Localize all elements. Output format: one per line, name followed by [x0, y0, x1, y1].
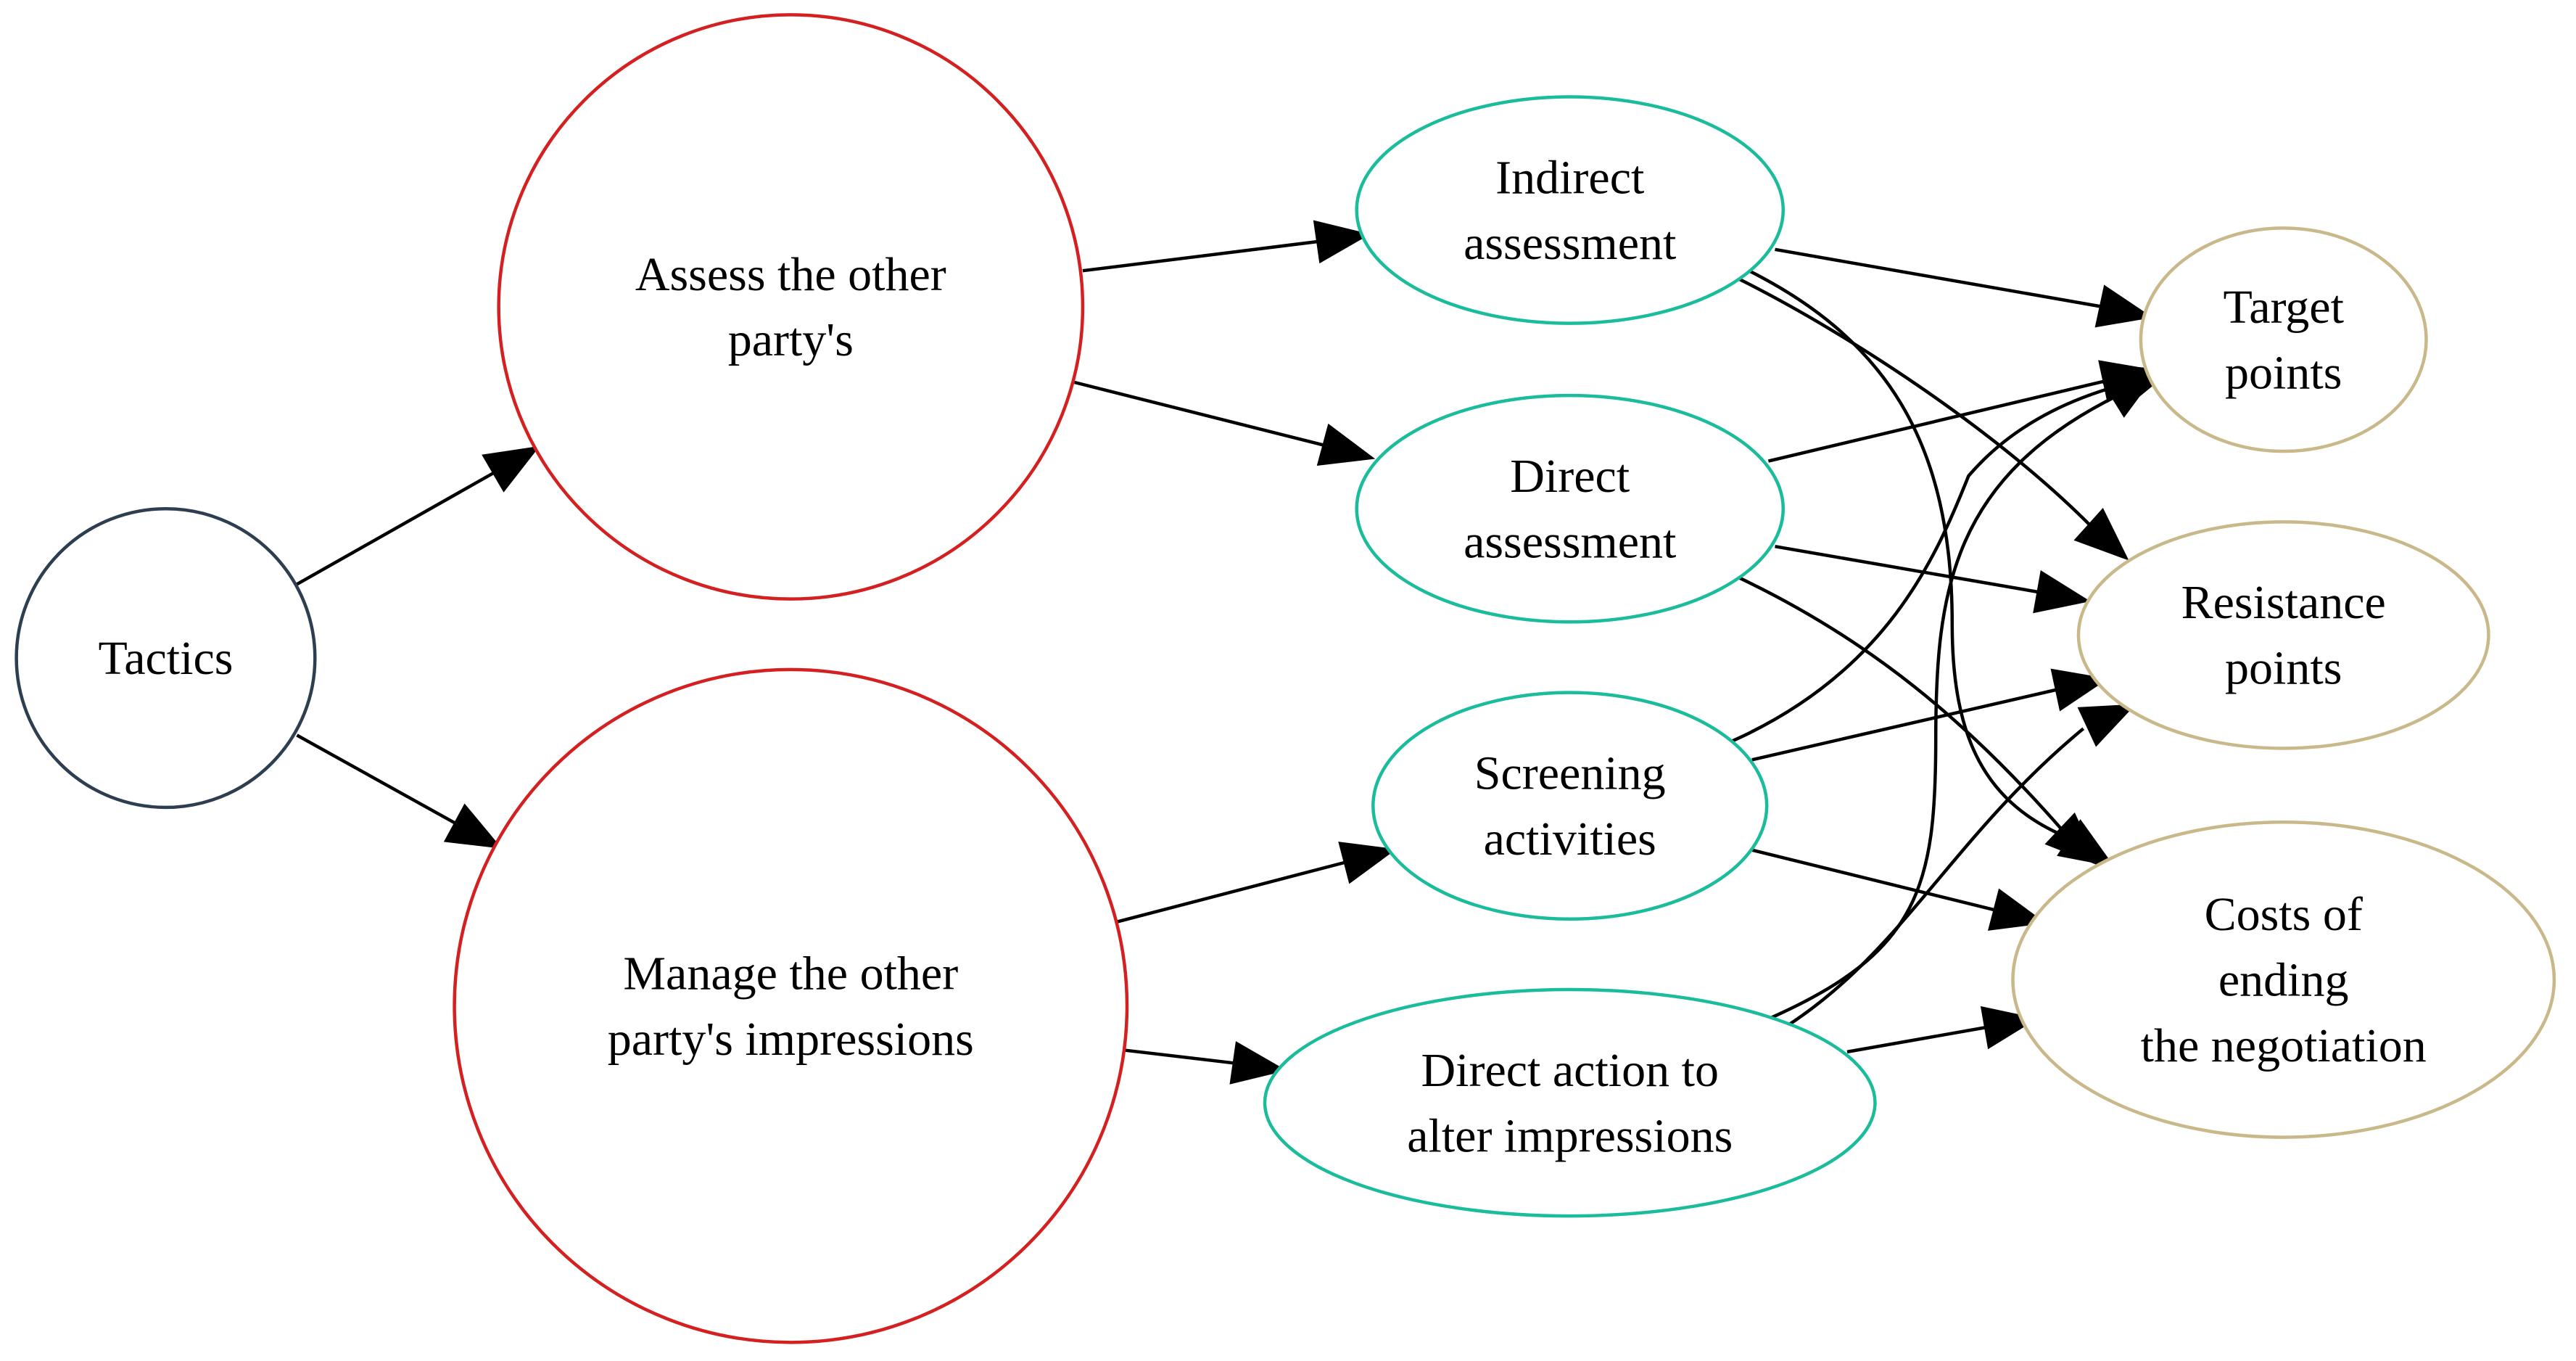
edge-assess-to-direct: [1074, 380, 1376, 466]
arrow-head: [2101, 370, 2159, 418]
edge-manage-to-alter: [1125, 1041, 1287, 1085]
edge-line: [1751, 687, 2060, 762]
node-label-indirect-line-0: Indirect: [1495, 151, 1644, 204]
edge-line: [1125, 1048, 1237, 1066]
node-shape: [497, 13, 1085, 601]
node-shape: [1263, 987, 1877, 1218]
node-label-screening-line-0: Screening: [1474, 747, 1666, 799]
arrow-head: [443, 803, 503, 849]
node-shape: [453, 667, 1129, 1344]
arrow-head: [2044, 812, 2100, 866]
node-label-resistance-line-1: points: [2225, 642, 2342, 695]
edge-line: [1074, 380, 1329, 448]
node-resistance: Resistance points: [2076, 520, 2490, 750]
edge-line: [1115, 860, 1349, 924]
edge-direct-to-resistance: [1775, 544, 2091, 614]
edge-line: [296, 469, 498, 586]
arrow-head: [1338, 842, 1397, 884]
node-label-alter-line-1: alter impressions: [1407, 1109, 1733, 1162]
node-shape: [2076, 520, 2490, 750]
node-tactics: Tactics: [15, 506, 317, 810]
node-label-manage-line-0: Manage the other: [623, 947, 958, 1000]
edge-line: [1738, 576, 2067, 835]
edge-line: [1775, 544, 2042, 594]
node-shape: [1355, 95, 1786, 325]
node-label-target-line-0: Target: [2223, 281, 2343, 334]
node-direct: Direct assessment: [1355, 393, 1786, 624]
node-alter: Direct action to alter impressions: [1263, 987, 1877, 1218]
node-shape: [1371, 691, 1769, 921]
edge-line: [1783, 727, 2085, 1029]
edge-tactics-to-assess: [296, 445, 540, 586]
node-label-resistance-line-0: Resistance: [2181, 576, 2386, 629]
node-target: Target points: [2139, 226, 2428, 453]
arrow-head: [2033, 570, 2091, 614]
node-label-direct-line-1: assessment: [1464, 515, 1676, 568]
node-shape: [2139, 226, 2428, 453]
edge-line: [296, 733, 461, 827]
node-costs: Costs of ending the negotiation: [2011, 821, 2556, 1139]
edges-layer: [296, 220, 2173, 1085]
edge-line: [1082, 239, 1321, 273]
node-shape: [1355, 393, 1786, 624]
edge-alter-to-costs: [1846, 1006, 2039, 1054]
node-manage: Manage the other party's impressions: [453, 667, 1129, 1344]
edge-tactics-to-manage: [296, 733, 503, 849]
arrow-head: [2094, 284, 2153, 328]
arrow-head: [2073, 507, 2129, 561]
edge-alter-to-resistance: [1783, 704, 2137, 1029]
edge-assess-to-indirect: [1082, 220, 1371, 273]
node-screening: Screening activities: [1371, 691, 1769, 921]
node-assess: Assess the other party's: [497, 13, 1085, 601]
node-label-tactics-line-0: Tactics: [98, 632, 233, 685]
node-label-costs-line-1: ending: [2218, 953, 2349, 1006]
arrow-head: [1313, 220, 1371, 264]
edge-line: [1738, 277, 2094, 530]
node-label-assess-line-1: party's: [728, 313, 854, 366]
edge-line: [1751, 848, 1999, 913]
edge-indirect-to-costs: [1738, 264, 2115, 867]
node-label-costs-line-0: Costs of: [2205, 888, 2363, 941]
edge-screening-to-costs: [1751, 848, 2047, 931]
edge-direct-to-costs: [1738, 576, 2100, 866]
arrow-head: [1988, 888, 2047, 931]
node-label-assess-line-0: Assess the other: [635, 248, 946, 301]
arrow-head: [1229, 1041, 1287, 1085]
edge-manage-to-screening: [1115, 842, 1397, 924]
node-label-costs-line-2: the negotiation: [2141, 1019, 2427, 1072]
node-shape: [2011, 821, 2556, 1139]
edge-indirect-to-resistance: [1738, 277, 2129, 561]
node-indirect: Indirect assessment: [1355, 95, 1786, 325]
node-label-target-line-1: points: [2225, 346, 2342, 399]
node-label-direct-line-0: Direct: [1510, 450, 1630, 503]
arrow-head: [1316, 423, 1376, 466]
node-label-manage-line-1: party's impressions: [608, 1013, 974, 1066]
edge-line: [1846, 1025, 1987, 1054]
edge-line: [1730, 379, 2138, 744]
arrow-head: [2050, 668, 2109, 712]
edge-screening-to-resistance: [1751, 668, 2109, 762]
node-label-alter-line-0: Direct action to: [1421, 1044, 1719, 1097]
node-shape: [15, 506, 317, 810]
node-label-indirect-line-1: assessment: [1464, 217, 1676, 270]
edge-line: [1775, 247, 2104, 309]
edge-line: [1767, 379, 2107, 463]
arrow-head: [482, 445, 540, 493]
arrow-head: [2077, 704, 2137, 747]
edge-indirect-to-target: [1775, 247, 2153, 328]
node-label-screening-line-1: activities: [1484, 813, 1656, 865]
edge-direct-to-target: [1767, 360, 2157, 463]
